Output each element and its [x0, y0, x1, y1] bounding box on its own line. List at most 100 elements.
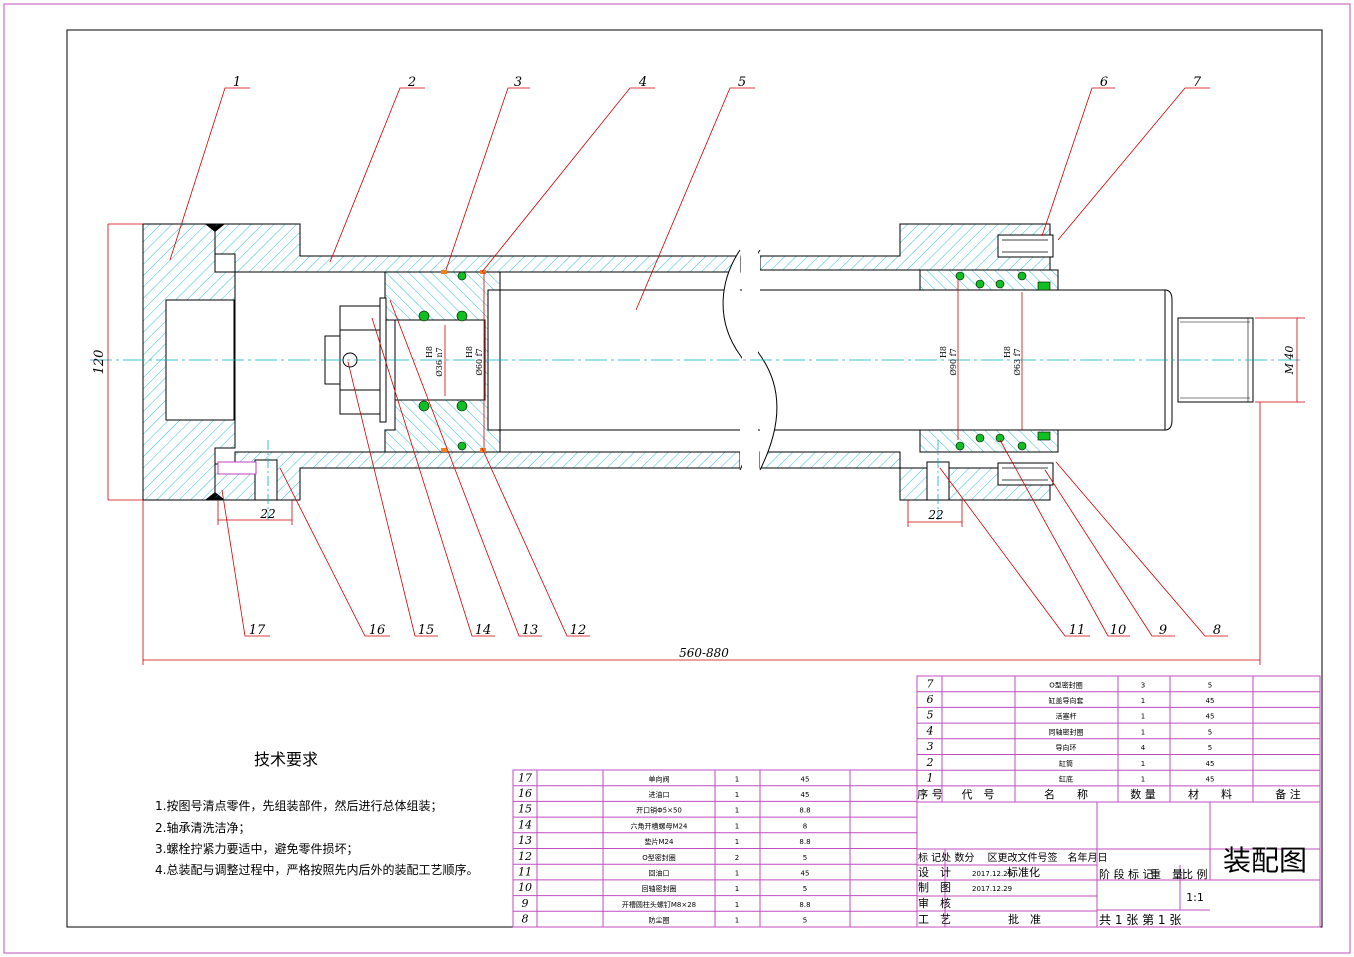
bom-right-no: 6: [927, 693, 934, 706]
bom-right-qty: 1: [1141, 760, 1145, 768]
cylinder-bottom: [142, 223, 236, 501]
balloon-8: 8: [1213, 623, 1221, 638]
fit2-top: H8: [465, 346, 474, 358]
leader-lines: [169, 87, 1228, 637]
bom-header-seq: 序 号: [917, 787, 943, 801]
balloon-14: 14: [475, 623, 492, 638]
bom-left-mat: 8.8: [799, 838, 810, 846]
fit4-bot: Ø63 f7: [1013, 348, 1022, 375]
bom-right-mat: 5: [1208, 681, 1212, 689]
bom-right-name: 同轴密封圈: [1049, 727, 1084, 736]
bom-left-name: 进油口: [649, 790, 670, 799]
bom-left-name: 开槽圆柱头螺钉M8×28: [622, 900, 696, 909]
cylinder-barrel: [214, 223, 1051, 501]
balloon-1: 1: [233, 75, 241, 90]
bom-left-name: O型密封圈: [642, 853, 676, 862]
bom-right-qty: 1: [1141, 697, 1145, 705]
dim-port-left: 22: [259, 507, 275, 521]
bom-right-name: 缸筒: [1059, 759, 1073, 768]
tb-draw: 制 图: [918, 881, 951, 894]
balloon-3: 3: [514, 75, 522, 90]
bom-right-no: 7: [927, 677, 934, 690]
tech-title: 技术要求: [254, 750, 318, 769]
balloon-16: 16: [369, 623, 386, 638]
tb-row1: 标 记处 数分 区更改文件号签 名年月日: [918, 851, 1108, 864]
bom-left-no: 12: [518, 850, 532, 863]
tech-item-2: 2.轴承清洗洁净；: [155, 820, 250, 835]
bom-left-name: 回轴密封圈: [642, 884, 677, 893]
balloon-9: 9: [1159, 623, 1167, 638]
tb-scale: 比 例: [1182, 867, 1208, 881]
bom-left-qty: 1: [735, 807, 739, 815]
tech-item-4: 4.总装配与调整过程中，严格按照先内后外的装配工艺顺序。: [155, 862, 478, 877]
bom-left-mat: 5: [803, 885, 807, 893]
bom-right-mat: 45: [1206, 697, 1215, 705]
balloon-17: 17: [249, 623, 266, 638]
bom-left-qty: 1: [735, 838, 739, 846]
bom-right-qty: 1: [1141, 728, 1145, 736]
bom-right-qty: 1: [1141, 776, 1145, 784]
tb-draw-date: 2017.12.29: [972, 885, 1012, 893]
tb-design-date: 2017.12.29: [972, 870, 1012, 878]
bom-header-name: 名 称: [1044, 787, 1088, 801]
tb-standard: 标准化: [1007, 865, 1040, 879]
bom-right-no: 1: [927, 772, 934, 785]
bom-left-no: 14: [518, 818, 532, 831]
bom-left-mat: 5: [803, 854, 807, 862]
outer-border: [3, 3, 1351, 954]
dim-thread: M 40: [1283, 346, 1296, 376]
bom-right-mat: 45: [1206, 760, 1215, 768]
tb-approve: 批 准: [1008, 912, 1041, 926]
balloon-13: 13: [522, 623, 539, 638]
balloon-11: 11: [1069, 623, 1086, 638]
tb-sheets: 共 1 张 第 1 张: [1099, 913, 1181, 927]
tb-weight: 重 量: [1150, 867, 1183, 881]
dimension-texts: 120 560-880 22 22 M 40 H8 Ø36 n7 H8 Ø60 …: [92, 346, 1296, 660]
bom-right-mat: 5: [1208, 728, 1212, 736]
bom-left-name: 垫片M24: [645, 837, 674, 846]
fit4-top: H8: [1003, 346, 1012, 358]
balloon-10: 10: [1110, 623, 1127, 638]
tb-title: 装配图: [1223, 844, 1307, 877]
bom-left-name: 开口销Φ5×50: [636, 806, 682, 815]
tb-check: 审 核: [918, 896, 951, 910]
tech-item-1: 1.按图号清点零件，先组装部件，然后进行总体组装；: [155, 798, 442, 813]
balloon-2: 2: [407, 75, 416, 90]
bom-left-qty: 1: [735, 901, 739, 909]
balloon-7: 7: [1193, 75, 1202, 90]
bom-right-name: 活塞杆: [1056, 712, 1077, 721]
bom-left-mat: 5: [803, 917, 807, 925]
bom-left-no: 11: [518, 866, 532, 879]
balloon-12: 12: [570, 623, 587, 638]
bom-right-qty: 4: [1141, 744, 1146, 752]
bom-right-no: 3: [927, 740, 934, 753]
bom-left-no: 8: [522, 913, 529, 926]
bom-header-note: 备 注: [1275, 787, 1301, 801]
bom-right-no: 2: [926, 756, 934, 769]
bom-left-mat: 8: [803, 822, 807, 830]
bom-right-name: 缸底: [1059, 775, 1073, 784]
bom-left-name: 回油口: [649, 869, 670, 878]
fit3-bot: Ø90 f7: [949, 348, 958, 375]
bom-left-no: 13: [518, 834, 532, 847]
bom-left-qty: 1: [735, 917, 739, 925]
bom-left-no: 15: [518, 803, 532, 816]
bom-header-qty: 数 量: [1130, 788, 1156, 801]
bom-left-qty: 1: [735, 775, 739, 783]
bom-left-no: 10: [518, 881, 532, 894]
bom-right-name: 导向环: [1056, 743, 1077, 752]
tb-design: 设 计: [918, 866, 951, 879]
bom-left-qty: 1: [735, 791, 739, 799]
bom-right-qty: 1: [1141, 713, 1145, 721]
bom-right-no: 4: [926, 724, 934, 737]
bom-right-mat: 45: [1206, 776, 1215, 784]
bom-header-code: 代 号: [962, 788, 995, 801]
tb-scale-val: 1:1: [1186, 891, 1204, 904]
dim-height: 120: [92, 350, 107, 375]
tb-stage: 阶 段 标 记: [1099, 867, 1154, 881]
bom-left-name: 六角开槽螺母M24: [631, 821, 688, 830]
bom-left-qty: 1: [735, 822, 739, 830]
